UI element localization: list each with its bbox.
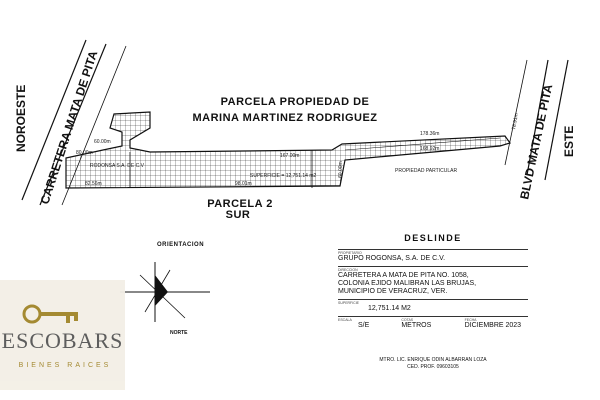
- internal-line-3: [344, 137, 501, 151]
- direccion-label: DIRECCION: [338, 266, 528, 272]
- road-line-left-outer: [21, 39, 87, 201]
- cotas-value: METROS: [401, 322, 432, 329]
- direccion-line3: MUNICIPIO DE VERACRUZ, VER.: [338, 288, 448, 295]
- dim-label: 80.00m: [76, 150, 93, 156]
- norte-label: NORTE: [170, 330, 188, 336]
- dim-label: 168.92m: [420, 146, 439, 152]
- fecha-cell: FECHA DICIEMBRE 2023: [464, 316, 528, 333]
- road-line-right-inner: [504, 59, 528, 166]
- direccion-line2: COLONIA EJIDO MALIBRAN LAS BRUJAS,: [338, 280, 477, 287]
- cotas-cell: COTAS METROS: [401, 316, 465, 333]
- propietario-label: PROPIETARIO: [338, 249, 528, 255]
- road-line-right-outer: [544, 59, 569, 181]
- road-line-left-inner: [39, 43, 107, 206]
- direccion-value: CARRETERA A MATA DE PITA NO. 1058, COLON…: [338, 272, 528, 296]
- owner-title-line1: PARCELA PROPIEDAD DE: [221, 96, 370, 108]
- key-icon: [22, 304, 78, 324]
- dim-label: 60.00m: [94, 139, 111, 145]
- superficie-small-label: SUPERFICIE = 12,751.14 m2: [250, 173, 317, 179]
- info-title: DESLINDE: [404, 233, 462, 243]
- dim-label: 60.00m: [338, 161, 344, 178]
- parcel-polygon: [65, 111, 511, 189]
- owner-title-line2: MARINA MARTINEZ RODRIGUEZ: [192, 112, 377, 124]
- direccion-line1: CARRETERA A MATA DE PITA NO. 1058,: [338, 272, 469, 279]
- superficie-label: SUPERFICIE: [338, 299, 528, 305]
- logo-sub: BIENES RAICES: [18, 362, 112, 369]
- propiedad-particular-label: PROPIEDAD PARTICULAR: [395, 168, 457, 174]
- dim-label: 78.91m: [511, 113, 520, 130]
- fecha-label: FECHA: [464, 316, 528, 322]
- escobars-logo: ESCOBARS BIENES RAICES: [0, 280, 125, 390]
- parcela2-line2: SUR: [226, 209, 251, 221]
- dim-label: 178.36m: [420, 131, 439, 137]
- fecha-value: DICIEMBRE 2023: [464, 322, 522, 329]
- cotas-label: COTAS: [401, 316, 465, 322]
- parcela2-line1: PARCELA 2: [207, 198, 273, 210]
- road-line-right-mid: [526, 59, 549, 176]
- escala-cell: ESCALA S/E: [338, 316, 402, 333]
- info-row: ESCALA S/E COTAS METROS FECHA DICIEMBRE …: [338, 316, 528, 333]
- superficie-value: 12,751.14 M2: [368, 305, 411, 312]
- footer-line1: MTRO. LIC. ENRIQUE ODIN ALBARRAN LOZA: [379, 357, 487, 363]
- escala-value: S/E: [358, 322, 370, 329]
- compass-icon: [120, 262, 210, 322]
- rogonsa-label: RODONSA S.A. DE C.V: [90, 163, 145, 169]
- dim-label: 98.01m: [235, 181, 252, 187]
- propietario-value: GRUPO ROGONSA, S.A. DE C.V.: [338, 255, 446, 262]
- escala-label: ESCALA: [338, 316, 402, 322]
- este-label: ESTE: [562, 126, 576, 157]
- orientation-label: ORIENTACION: [157, 242, 205, 248]
- info-block: DESLINDE PROPIETARIO GRUPO ROGONSA, S.A.…: [338, 233, 528, 371]
- dim-label: 82.56m: [85, 181, 102, 187]
- logo-name: ESCOBARS: [1, 328, 124, 353]
- blvd-label: BLVD MATA DE PITA: [517, 83, 555, 201]
- info-footer: MTRO. LIC. ENRIQUE ODIN ALBARRAN LOZA CE…: [338, 357, 528, 371]
- footer-line2: CED. PROF. 09603105: [407, 364, 459, 370]
- dim-label: 167.00m: [280, 153, 299, 159]
- noroeste-label: NOROESTE: [14, 85, 28, 152]
